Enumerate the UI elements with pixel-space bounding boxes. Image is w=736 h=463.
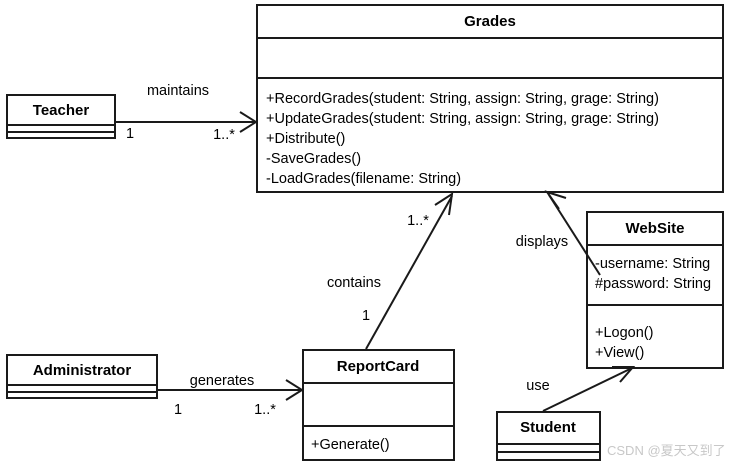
class-teacher-outline	[6, 94, 116, 139]
class-grades-title: Grades	[464, 13, 516, 30]
class-reportcard-outline	[302, 349, 455, 461]
class-box-website[interactable]: WebSite -username: String #password: Str…	[586, 211, 724, 369]
maintains-arrowhead-icon	[239, 111, 258, 133]
relationship-contains[interactable]: contains 1 1..*	[327, 191, 454, 350]
contains-arrowhead-icon	[434, 191, 454, 216]
relationship-maintains[interactable]: maintains 1 1..*	[115, 83, 258, 143]
class-website-attribute: #password: String	[595, 276, 711, 292]
displays-arrowhead-icon	[544, 190, 567, 210]
use-label: use	[526, 378, 549, 394]
use-arrowhead-icon	[612, 366, 636, 383]
class-administrator-title: Administrator	[33, 362, 132, 379]
relationship-displays[interactable]: displays	[516, 190, 601, 276]
class-reportcard-operation: +Generate()	[311, 437, 390, 453]
class-box-teacher[interactable]: Teacher	[6, 94, 116, 139]
class-administrator-outline	[6, 354, 158, 399]
class-grades-outline	[256, 4, 724, 193]
class-website-operation: +Logon()	[595, 325, 653, 341]
class-box-grades[interactable]: Grades +RecordGrades(student: String, as…	[256, 4, 724, 193]
class-grades-operation: +Distribute()	[266, 131, 345, 147]
class-student-title: Student	[520, 419, 576, 436]
class-box-student[interactable]: Student	[496, 411, 601, 461]
maintains-target-multiplicity: 1..*	[213, 127, 235, 143]
contains-line	[365, 195, 453, 350]
contains-target-multiplicity: 1..*	[407, 213, 429, 229]
relationship-use[interactable]: use	[526, 366, 636, 412]
maintains-label: maintains	[147, 83, 209, 99]
class-grades-operation: -SaveGrades()	[266, 151, 361, 167]
class-grades-operation: +UpdateGrades(student: String, assign: S…	[266, 111, 659, 127]
relationship-generates[interactable]: generates 1 1..*	[157, 373, 304, 418]
class-website-outline	[586, 211, 724, 369]
use-line	[542, 367, 633, 412]
generates-arrowhead-icon	[285, 379, 304, 401]
generates-label: generates	[190, 373, 255, 389]
watermark-text: CSDN @夏天又到了	[607, 443, 726, 458]
class-website-title: WebSite	[626, 220, 685, 237]
generates-target-multiplicity: 1..*	[254, 402, 276, 418]
class-box-administrator[interactable]: Administrator	[6, 354, 158, 399]
class-grades-operation: +RecordGrades(student: String, assign: S…	[266, 91, 659, 107]
maintains-source-multiplicity: 1	[126, 126, 134, 142]
class-grades-operation: -LoadGrades(filename: String)	[266, 171, 461, 187]
generates-source-multiplicity: 1	[174, 402, 182, 418]
class-website-operation: +View()	[595, 345, 644, 361]
displays-label: displays	[516, 234, 568, 250]
contains-source-multiplicity: 1	[362, 308, 370, 324]
class-website-attribute: -username: String	[595, 256, 710, 272]
class-box-reportcard[interactable]: ReportCard +Generate()	[302, 349, 455, 461]
class-teacher-title: Teacher	[33, 102, 90, 119]
class-reportcard-title: ReportCard	[337, 358, 420, 375]
contains-label: contains	[327, 275, 381, 291]
